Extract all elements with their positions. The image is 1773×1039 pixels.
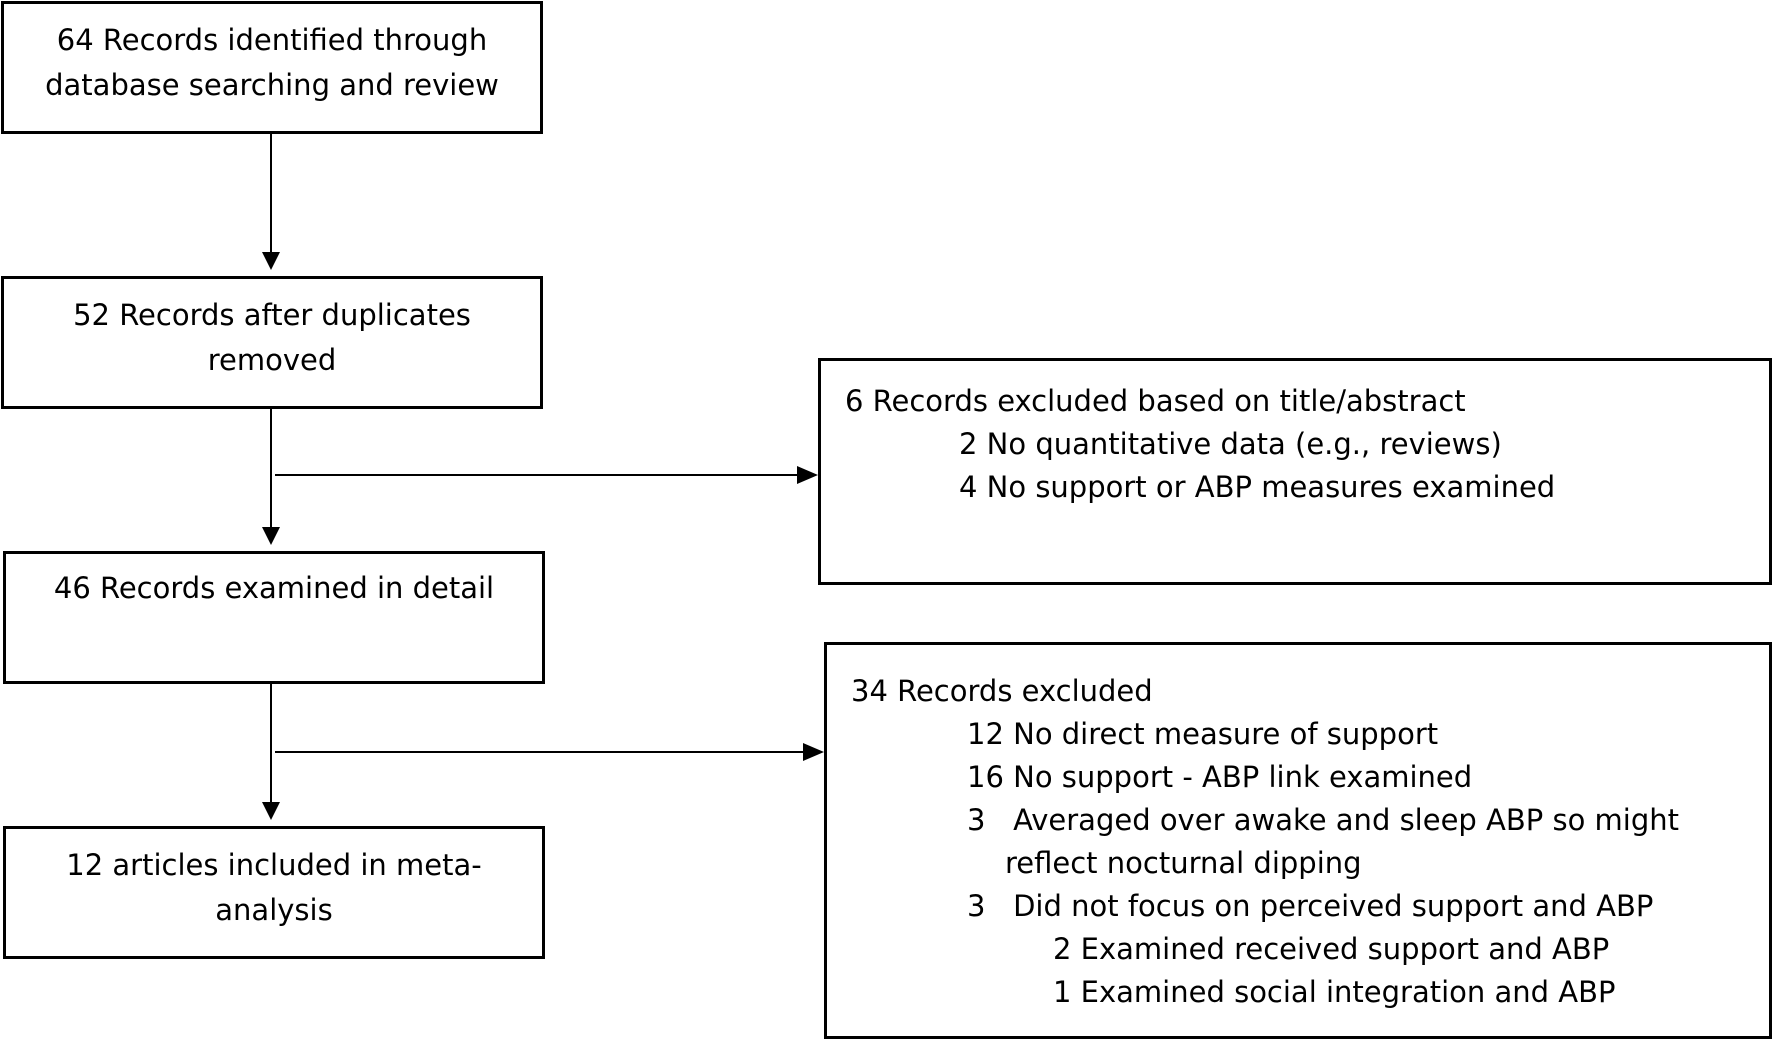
excluded-detail-heading: 34 Records excluded [851, 674, 1153, 708]
arrowhead-2-3 [262, 527, 280, 545]
excluded-detail-item-4: 3 Did not focus on perceived support and… [967, 889, 1654, 923]
box-records-after-duplicates-line-2: removed [207, 343, 337, 377]
box-records-identified-line-1: 64 Records identified through [56, 23, 488, 57]
box-records-examined-line-1: 46 Records examined in detail [53, 571, 495, 605]
box-records-examined: 46 Records examined in detail [3, 551, 545, 684]
box-excluded-title-abstract: 6 Records excluded based on title/abstra… [818, 358, 1772, 585]
excluded-title-abstract-heading: 6 Records excluded based on title/abstra… [845, 384, 1466, 418]
excluded-detail-item-3: 3 Averaged over awake and sleep ABP so m… [967, 803, 1680, 837]
arrowhead-3-4 [262, 802, 280, 820]
excluded-title-abstract-item-1: 2 No quantitative data (e.g., reviews) [959, 427, 1502, 461]
box-records-identified-line-2: database searching and review [45, 68, 499, 102]
box-excluded-detail: 34 Records excluded 12 No direct measure… [824, 642, 1772, 1039]
box-records-after-duplicates: 52 Records after duplicates removed [1, 276, 543, 409]
box-articles-included-line-2: analysis [215, 893, 333, 927]
box-articles-included-line-1: 12 articles included in meta- [66, 848, 482, 882]
arrowhead-exclusion-1 [797, 466, 818, 484]
box-articles-included: 12 articles included in meta- analysis [3, 826, 545, 959]
excluded-detail-subitem-2: 1 Examined social integration and ABP [1053, 975, 1616, 1009]
excluded-title-abstract-item-2: 4 No support or ABP measures examined [959, 470, 1556, 504]
excluded-detail-item-2: 16 No support - ABP link examined [967, 760, 1473, 794]
excluded-detail-subitem-1: 2 Examined received support and ABP [1053, 932, 1610, 966]
arrowhead-1-2 [262, 252, 280, 270]
excluded-detail-item-3-cont: reflect nocturnal dipping [1005, 846, 1362, 880]
excluded-detail-item-1: 12 No direct measure of support [967, 717, 1439, 751]
arrowhead-exclusion-2 [803, 743, 824, 761]
box-records-after-duplicates-line-1: 52 Records after duplicates [73, 298, 471, 332]
box-records-identified: 64 Records identified through database s… [1, 1, 543, 134]
